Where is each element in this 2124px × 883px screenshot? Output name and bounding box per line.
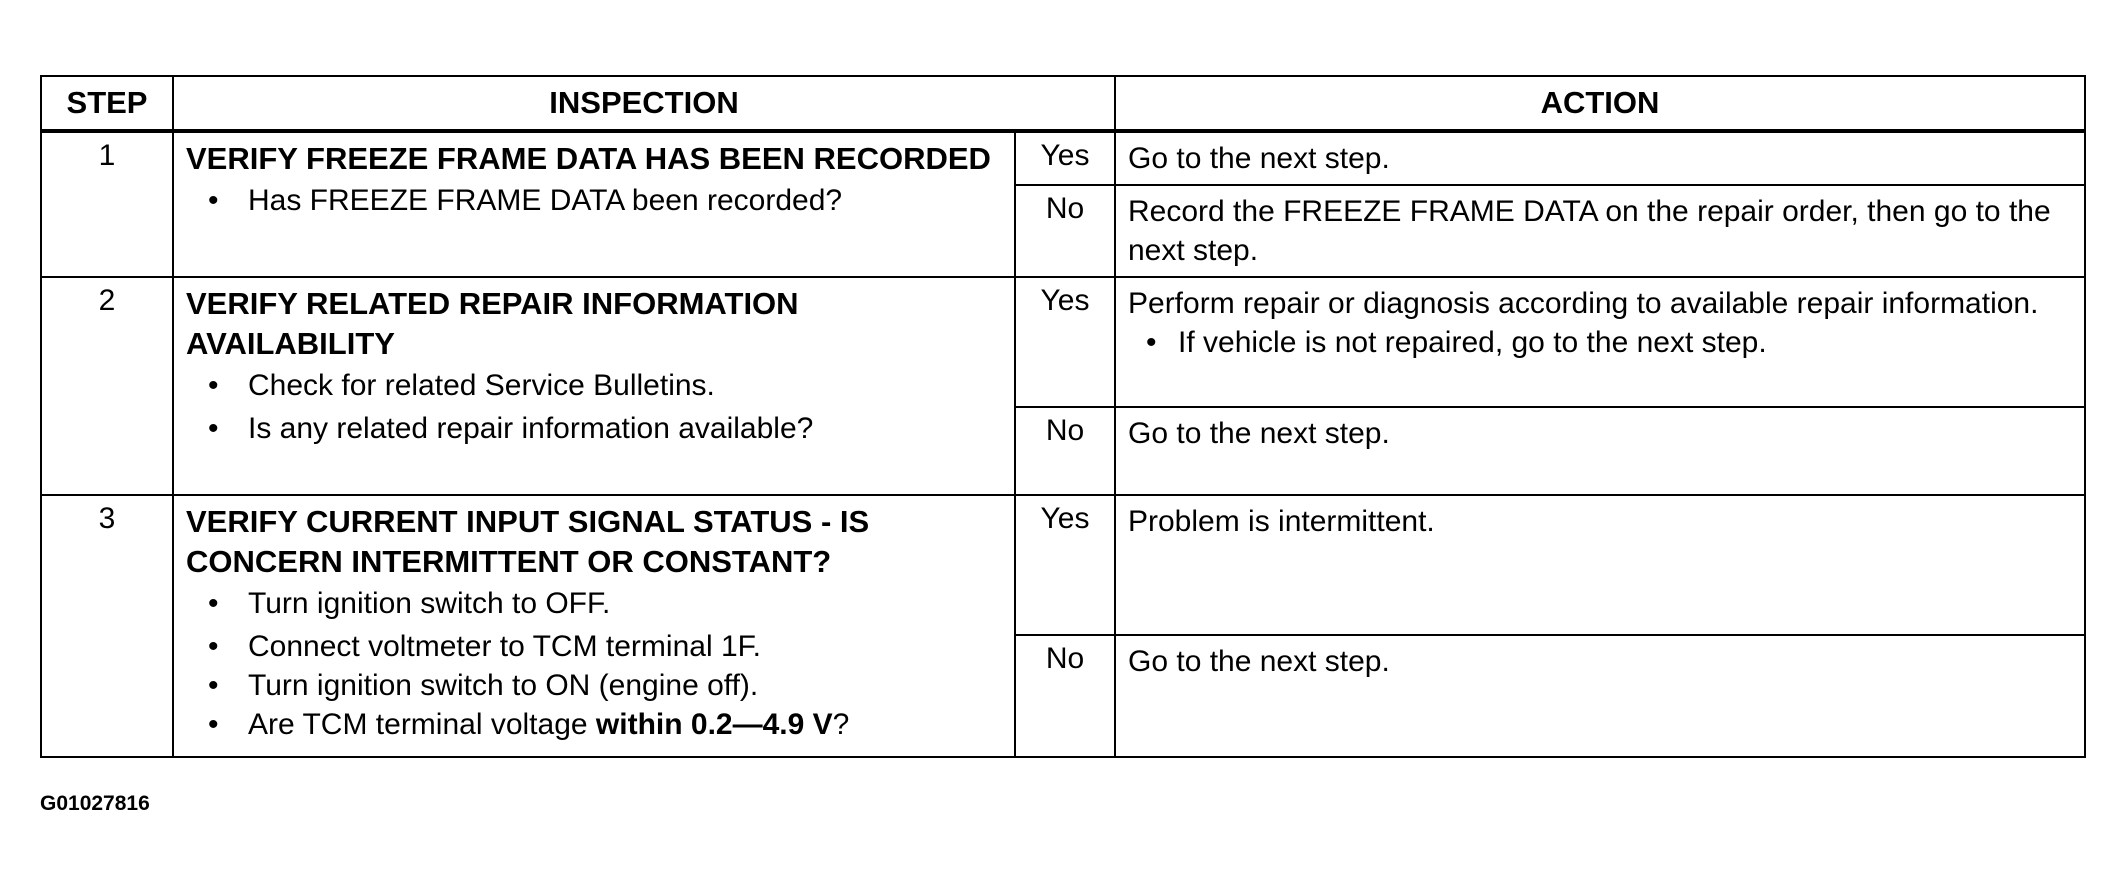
no-action: Record the FREEZE FRAME DATA on the repa… xyxy=(1114,184,2086,278)
yes-action: Go to the next step. xyxy=(1114,130,2086,186)
bullet-icon: • xyxy=(208,369,219,402)
no-action: Go to the next step. xyxy=(1114,406,2086,496)
voltage-range: within 0.2—4.9 V xyxy=(595,708,833,741)
no-action: Go to the next step. xyxy=(1114,634,2086,758)
diagnostic-table-container: STEP INSPECTION ACTION 1 VERIFY FREEZE F… xyxy=(40,75,2086,758)
no-label: No xyxy=(1014,406,1116,496)
yes-label: Yes xyxy=(1014,130,1116,186)
step-3-no-row: No Go to the next step. xyxy=(41,634,2086,758)
bullet-icon: • xyxy=(208,412,219,445)
figure-id: G01027816 xyxy=(40,792,150,815)
step-2-inspection: VERIFY RELATED REPAIR INFORMATION AVAILA… xyxy=(172,276,1016,496)
step-number: 1 xyxy=(40,130,174,278)
step-heading: VERIFY FREEZE FRAME DATA HAS BEEN RECORD… xyxy=(186,141,991,176)
yes-action: Perform repair or diagnosis according to… xyxy=(1114,276,2086,408)
bullet-icon: • xyxy=(208,669,219,702)
step-1-yes-row: 1 VERIFY FREEZE FRAME DATA HAS BEEN RECO… xyxy=(40,130,2086,278)
check-list: •Has FREEZE FRAME DATA been recorded? xyxy=(186,181,1002,220)
yes-label: Yes xyxy=(1014,276,1116,408)
step-2-yes-row: 2 VERIFY RELATED REPAIR INFORMATION AVAI… xyxy=(40,276,2086,496)
yes-action: Problem is intermittent. xyxy=(1114,494,2086,636)
step-number: 3 xyxy=(40,494,174,758)
check-item: •Check for related Service Bulletins. xyxy=(200,366,1002,405)
check-item: •Turn ignition switch to OFF. xyxy=(200,584,1002,623)
step-number: 2 xyxy=(40,276,174,496)
no-label: No xyxy=(1014,184,1116,278)
check-item: •Is any related repair information avail… xyxy=(200,409,1002,448)
step-3-yes-row: 3 VERIFY CURRENT INPUT SIGNAL STATUS - I… xyxy=(40,494,2086,758)
header-row: STEP INSPECTION ACTION xyxy=(40,75,2086,133)
header-action: ACTION xyxy=(1114,75,2086,133)
step-3-inspection: VERIFY CURRENT INPUT SIGNAL STATUS - IS … xyxy=(172,494,1016,758)
bullet-icon: • xyxy=(208,587,219,620)
step-heading: VERIFY RELATED REPAIR INFORMATION AVAILA… xyxy=(186,286,799,361)
action-list: •If vehicle is not repaired, go to the n… xyxy=(1128,323,2072,362)
bullet-icon: • xyxy=(208,630,219,663)
check-item: •Has FREEZE FRAME DATA been recorded? xyxy=(200,181,1002,220)
check-item: •Connect voltmeter to TCM terminal 1F. xyxy=(200,627,1002,666)
step-2-no-row: No Go to the next step. xyxy=(41,406,2086,496)
header-inspection: INSPECTION xyxy=(172,75,1116,133)
check-item: •Are TCM terminal voltage within 0.2—4.9… xyxy=(200,705,1002,744)
diagnostic-table: STEP INSPECTION ACTION 1 VERIFY FREEZE F… xyxy=(40,75,2086,758)
header-step: STEP xyxy=(40,75,174,133)
check-list: •Check for related Service Bulletins. •I… xyxy=(186,366,1002,448)
step-heading: VERIFY CURRENT INPUT SIGNAL STATUS - IS … xyxy=(186,504,870,579)
bullet-icon: • xyxy=(208,184,219,217)
check-item: •Turn ignition switch to ON (engine off)… xyxy=(200,666,1002,705)
step-1-inspection: VERIFY FREEZE FRAME DATA HAS BEEN RECORD… xyxy=(172,130,1016,278)
check-list: •Turn ignition switch to OFF. •Connect v… xyxy=(186,584,1002,744)
no-label: No xyxy=(1014,634,1116,758)
step-1-no-row: No Record the FREEZE FRAME DATA on the r… xyxy=(41,184,2086,278)
bullet-icon: • xyxy=(1146,326,1157,359)
bullet-icon: • xyxy=(208,708,219,741)
yes-label: Yes xyxy=(1014,494,1116,636)
action-item: •If vehicle is not repaired, go to the n… xyxy=(1142,323,2072,362)
